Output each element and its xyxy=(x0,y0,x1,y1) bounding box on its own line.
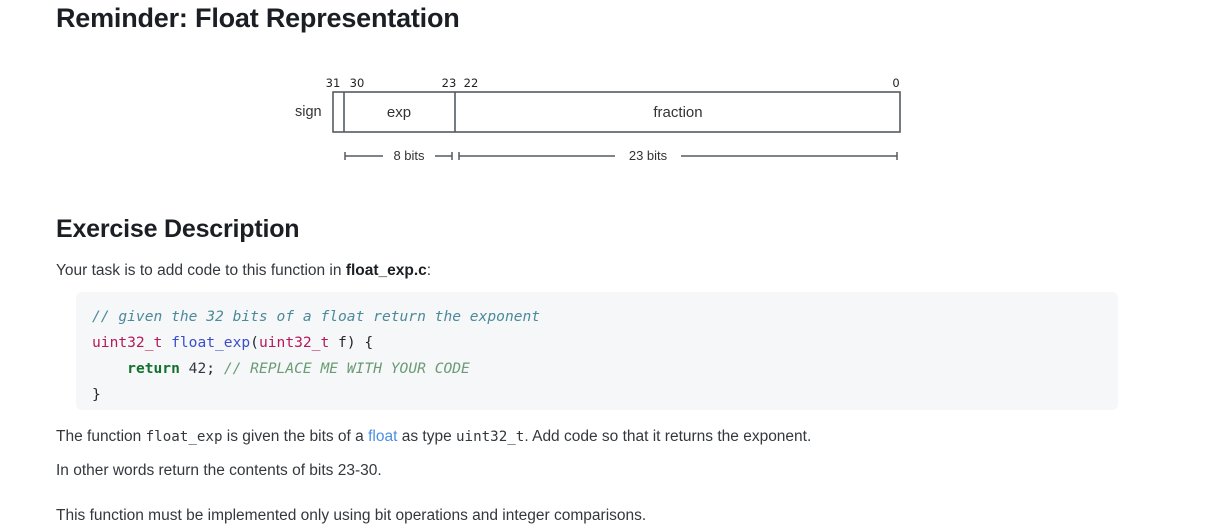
code-line-2-open-paren: ( xyxy=(250,334,259,351)
func-text-suffix: . Add code so that it returns the expone… xyxy=(524,428,812,445)
func-name-code: float_exp xyxy=(145,429,223,445)
exp-label: exp xyxy=(387,104,411,121)
float-representation-diagram: sign exp fraction 31 30 23 22 0 8 bits xyxy=(285,74,910,164)
float-bits-box xyxy=(332,91,901,133)
code-line-3-space xyxy=(180,360,189,377)
code-line-2-param-type: uint32_t xyxy=(258,334,330,351)
fraction-label: fraction xyxy=(653,104,702,121)
code-line-3-keyword: return xyxy=(127,360,180,377)
paragraph-task: Your task is to add code to this functio… xyxy=(56,260,431,282)
sign-label: sign xyxy=(295,104,322,120)
code-line-3-semicolon: ; xyxy=(206,360,224,377)
code-line-2-function-name: float_exp xyxy=(171,334,251,351)
paragraph-implementation-constraint: This function must be implemented only u… xyxy=(56,507,647,524)
fraction-measure-label: 23 bits xyxy=(629,148,668,163)
exp-measure-label: 8 bits xyxy=(393,148,425,163)
bit-label-23: 23 xyxy=(442,76,457,90)
task-filename: float_exp.c xyxy=(345,262,427,279)
paragraph-function: The function float_exp is given the bits… xyxy=(56,426,811,448)
code-line-4-close-brace: } xyxy=(92,386,101,403)
task-text-prefix: Your task is to add code to this functio… xyxy=(56,262,346,279)
float-link[interactable]: float xyxy=(368,428,398,445)
code-line-1-comment: // given the 32 bits of a float return t… xyxy=(92,308,541,325)
code-line-3-comment: // REPLACE ME WITH YOUR CODE xyxy=(223,360,470,377)
func-text-mid: is given the bits of a xyxy=(222,428,369,445)
func-text-prefix: The function xyxy=(56,428,146,445)
code-line-2-space xyxy=(162,334,171,351)
code-line-2-param-rest: f) { xyxy=(329,334,374,351)
func-text-mid2: as type xyxy=(397,428,456,445)
page-title-reminder: Reminder: Float Representation xyxy=(56,3,460,33)
paragraph-other-words: In other words return the contents of bi… xyxy=(56,462,382,479)
code-block[interactable]: // given the 32 bits of a float return t… xyxy=(76,292,1118,410)
bit-label-0: 0 xyxy=(892,76,899,90)
bit-label-30: 30 xyxy=(350,76,365,90)
code-line-3-indent xyxy=(92,360,127,377)
task-text-suffix: : xyxy=(426,262,432,279)
code-content: // given the 32 bits of a float return t… xyxy=(92,304,1102,408)
bit-label-22: 22 xyxy=(464,76,479,90)
code-line-3-number: 42 xyxy=(188,360,207,377)
func-type-code: uint32_t xyxy=(456,429,525,445)
code-line-2-type: uint32_t xyxy=(92,334,163,351)
page-title-exercise-description: Exercise Description xyxy=(56,215,300,243)
bit-label-31: 31 xyxy=(326,76,341,90)
